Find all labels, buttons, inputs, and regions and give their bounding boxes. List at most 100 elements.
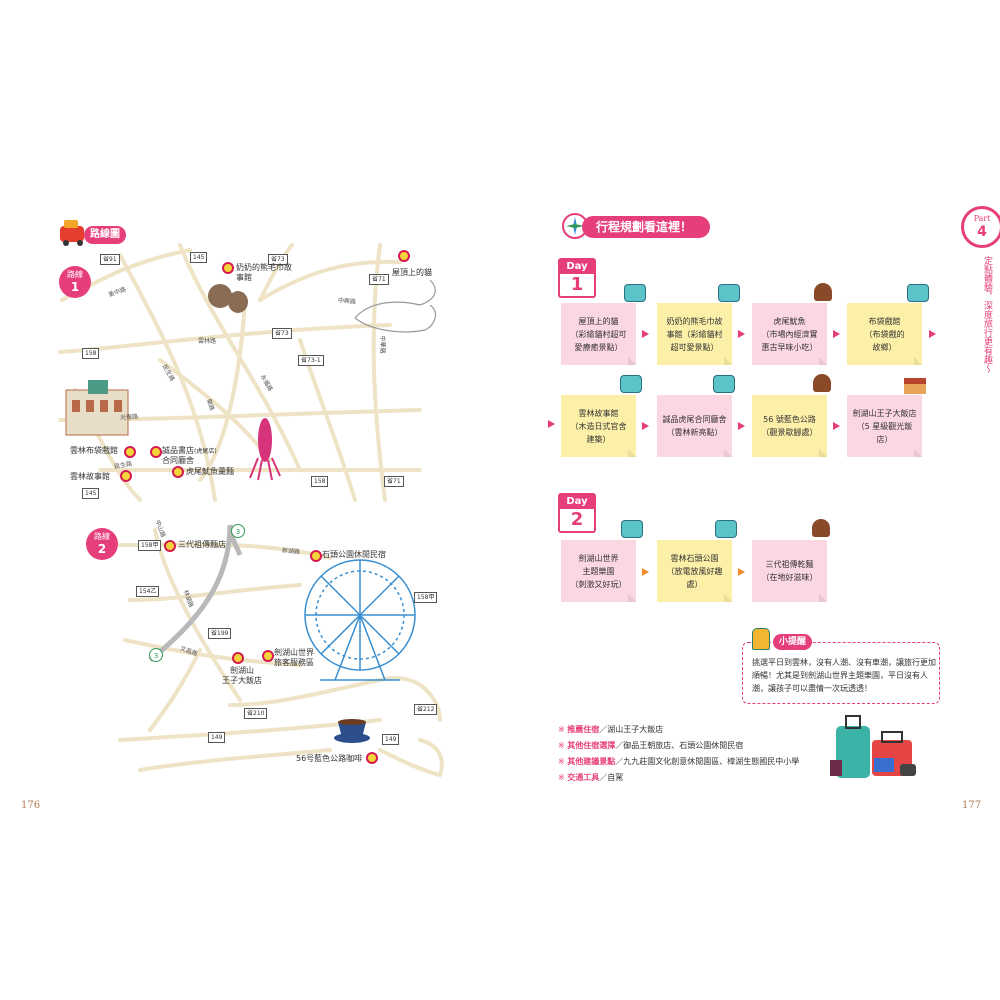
bear-illustration: [208, 284, 248, 313]
place-squid-noodles: 虎尾魷魚羹麵: [186, 467, 234, 476]
location-pin: [172, 466, 184, 478]
road-number: 省91: [100, 254, 120, 265]
route2-badge: 路線 2: [86, 528, 118, 560]
route1-badge-label: 路線: [67, 270, 83, 279]
camera-icon: [620, 375, 642, 393]
road-number: 149: [208, 732, 226, 743]
map-title: 路線圖: [84, 226, 126, 244]
route1-badge-number: 1: [70, 280, 80, 294]
tip-text: 挑選平日到雲林，沒有人潮、沒有車潮，讓旅行更加順暢！尤其是到劍湖山世界主題樂園，…: [752, 658, 936, 693]
day2-label: Day 2: [558, 493, 596, 533]
itinerary-card: 虎尾魷魚（市場內經濟實惠古早味小吃）: [752, 303, 827, 365]
place-budai-theater: 雲林布袋戲館: [70, 446, 118, 455]
arrow-right-icon: [642, 568, 649, 576]
chapter-side-title: 定點體驗，深度旅行更有趣～: [982, 256, 992, 373]
location-pin: [124, 446, 136, 458]
itinerary-card: 劍湖山世界主題樂園（刺激又好玩）: [561, 540, 636, 602]
location-pin: [366, 752, 378, 764]
location-pin: [262, 650, 274, 662]
camera-icon: [621, 520, 643, 538]
road-number: 省71: [384, 476, 404, 487]
road-number: 158: [311, 476, 329, 487]
road-name: 中興路: [337, 297, 357, 306]
location-pin: [310, 550, 322, 562]
part-label: Part: [973, 214, 991, 223]
info-other-stay: ※ 其他住宿選擇／御品王朝旅店、石頭公園休閒民宿: [558, 741, 744, 750]
itinerary-card: 雲林故事館（木造日式官舍建築）: [561, 395, 636, 457]
road-number: 省210: [244, 708, 268, 719]
budai-theater-illustration: [65, 380, 129, 436]
road-number: 145: [190, 252, 208, 263]
arrow-right-icon: [642, 330, 649, 338]
route-map: 路線圖 路線 1 省91 145 省73 省71 158 省73 省73-1 1…: [21, 220, 444, 811]
plan-title: 行程規劃看這裡！: [582, 216, 710, 238]
road-number: 省212: [414, 704, 438, 715]
place-grandma-bear: 奶奶的熊毛巾故事館: [236, 263, 292, 282]
arrow-right-icon: [548, 420, 555, 428]
tip-box: [742, 642, 940, 704]
place-sandai-noodles: 三代祖傳麵店: [178, 540, 226, 549]
day-number: 1: [570, 274, 584, 295]
road-number: 154乙: [136, 586, 160, 597]
info-other-attractions: ※ 其他建議景點／九九莊園文化創意休閒園區、樟湖生態國民中小學: [558, 757, 800, 766]
highway-3-marker: 3: [231, 524, 245, 538]
place-jianhu-park-service: 劍湖山世界旅客服務區: [274, 648, 314, 667]
road-name: 新湖路: [281, 547, 301, 556]
location-pin: [232, 652, 244, 664]
day1-label: Day 1: [558, 258, 596, 298]
location-pin: [164, 540, 176, 552]
coffee-cup-illustration: [334, 719, 370, 743]
squid-illustration: [249, 418, 281, 481]
highway-3-marker: 3: [149, 648, 163, 662]
road-number: 省73-1: [298, 355, 324, 366]
itinerary-card: 布袋戲館（布袋戲的故鄉）: [847, 303, 922, 365]
day-text: Day: [560, 495, 594, 509]
road-name: 光復路: [119, 413, 139, 422]
car-illustration: [60, 220, 84, 246]
road-number: 省73: [272, 328, 292, 339]
arrow-right-icon: [642, 422, 649, 430]
road-number: 省73: [268, 254, 288, 265]
route2-badge-number: 2: [97, 542, 107, 556]
itinerary-card: 屋頂上的貓（彩繪貓村超可愛療癒景點）: [561, 303, 636, 365]
road-number: 158: [82, 348, 100, 359]
ferris-wheel-illustration: [304, 559, 416, 681]
location-pin: [222, 262, 234, 274]
part-number: 4: [977, 224, 987, 240]
camera-icon: [907, 284, 929, 302]
location-pin: [150, 446, 162, 458]
location-pin: [120, 470, 132, 482]
place-story-house: 雲林故事館: [70, 472, 110, 481]
place-stone-park-bnb: 石頭公園休閒民宿: [322, 550, 386, 559]
road-number: 省199: [208, 628, 232, 639]
backpack-icon: [752, 628, 770, 650]
place-blue-road-coffee: 56号藍色公路咖啡: [296, 754, 363, 763]
page-number-right: 177: [962, 800, 982, 811]
camera-icon: [713, 375, 735, 393]
place-rooftop-cat: 屋頂上的貓: [392, 268, 432, 277]
road-number: 145: [82, 488, 100, 499]
place-chengpin: 誠品書店(虎尾店) 合同廳舍: [162, 446, 217, 465]
road-number: 158甲: [414, 592, 438, 603]
arrow-right-icon: [833, 330, 840, 338]
tip-label: 小提醒: [773, 634, 813, 650]
route1-badge: 路線 1: [59, 266, 91, 298]
itinerary-card: 三代祖傳乾麵（在地好滋味）: [752, 540, 827, 602]
luggage-illustration: [830, 715, 916, 778]
part-badge: Part 4: [961, 206, 1000, 248]
day-text: Day: [560, 260, 594, 274]
itinerary-card: 劍湖山王子大飯店（5 星級觀光飯店）: [847, 395, 922, 457]
itinerary-card: 誠品虎尾合同廳舍（雲林新亮點）: [657, 395, 732, 457]
arrow-right-icon: [738, 330, 745, 338]
road-name: 中華路: [378, 335, 386, 354]
info-transport: ※ 交通工具／自駕: [558, 773, 624, 782]
itinerary-card: 雲林石頭公園（放電放風好趣處）: [657, 540, 732, 602]
day-number: 2: [570, 509, 584, 530]
cupcake-icon: [814, 283, 832, 301]
camera-icon: [718, 284, 740, 302]
map-roads: [58, 220, 444, 777]
itinerary-card: 56 號藍色公路（觀景歇腳處）: [752, 395, 827, 457]
road-number: 158甲: [138, 540, 162, 551]
location-pin: [398, 250, 410, 262]
arrow-right-icon: [833, 422, 840, 430]
